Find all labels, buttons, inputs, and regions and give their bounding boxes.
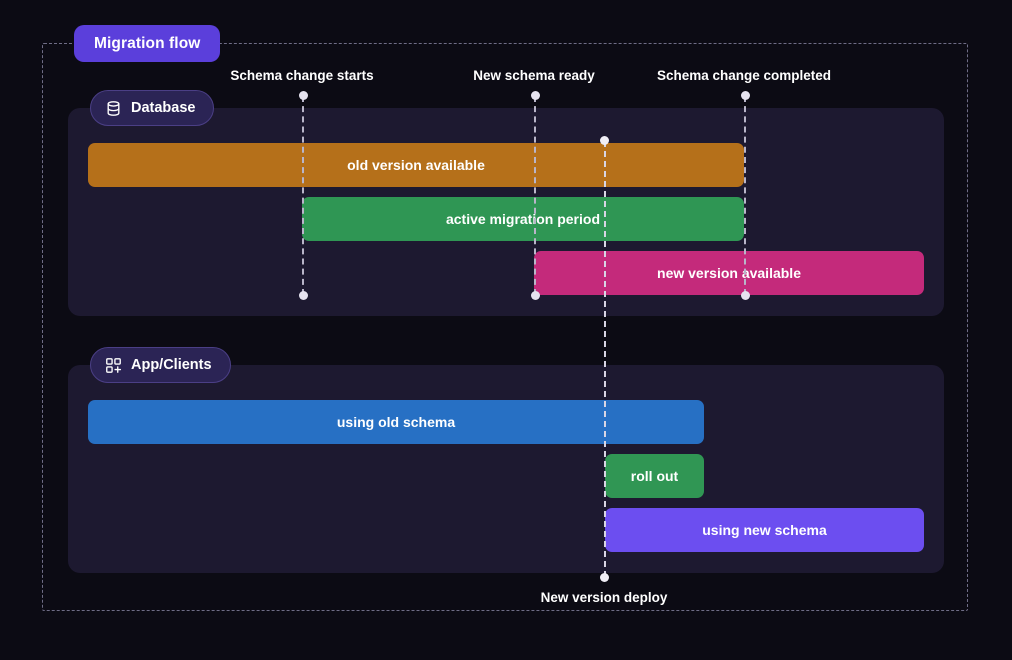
deploy-marker-line xyxy=(604,141,606,577)
bar-label: old version available xyxy=(347,157,485,173)
marker-line xyxy=(302,96,304,295)
marker-line xyxy=(534,96,536,295)
deploy-marker-dot-top xyxy=(600,136,609,145)
marker-line xyxy=(744,96,746,295)
marker-dot-top xyxy=(740,91,750,100)
bar-label: new version available xyxy=(657,265,801,281)
deploy-marker-label: New version deploy xyxy=(540,590,668,605)
bar-label: roll out xyxy=(630,468,679,484)
bar-old-version-available: old version available xyxy=(88,143,744,187)
database-icon xyxy=(105,100,122,117)
marker-label: Schema change completed xyxy=(656,68,832,83)
bar-new-version-available: new version available xyxy=(534,251,924,295)
lane-label-database: Database xyxy=(131,100,196,116)
marker-dot-bottom xyxy=(298,291,308,300)
diagram-frame xyxy=(42,43,968,611)
marker-dot-bottom xyxy=(740,291,750,300)
lane-label-app-clients: App/Clients xyxy=(131,357,212,373)
diagram-title-label: Migration flow xyxy=(94,34,201,52)
lane-pill-app-clients: App/Clients xyxy=(90,347,231,383)
marker-label: Schema change starts xyxy=(230,68,374,83)
bar-using-new-schema: using new schema xyxy=(605,508,924,552)
bar-label: using new schema xyxy=(702,522,827,538)
marker-dot-top xyxy=(530,91,540,100)
bar-using-old-schema: using old schema xyxy=(88,400,704,444)
apps-add-icon xyxy=(105,357,122,374)
diagram-title-pill: Migration flow xyxy=(74,25,221,62)
deploy-marker-dot-bottom xyxy=(600,573,609,582)
bar-label: using old schema xyxy=(336,414,456,430)
marker-dot-bottom xyxy=(530,291,540,300)
bar-roll-out: roll out xyxy=(605,454,704,498)
lane-pill-database: Database xyxy=(90,90,215,126)
marker-label: New schema ready xyxy=(473,68,595,83)
marker-dot-top xyxy=(298,91,308,100)
bar-active-migration-period: active migration period xyxy=(302,197,744,241)
bar-label: active migration period xyxy=(445,211,601,227)
